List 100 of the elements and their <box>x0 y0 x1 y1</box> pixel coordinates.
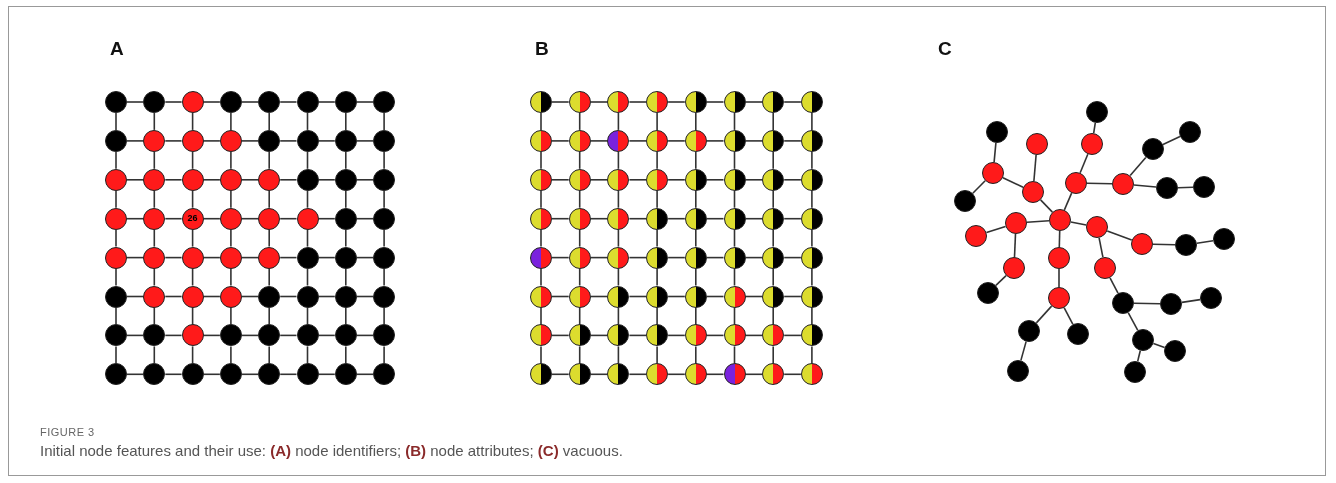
graph-edge <box>540 112 542 131</box>
graph-edge <box>578 228 581 248</box>
graph-node <box>530 246 552 269</box>
graph-node <box>684 285 707 308</box>
graph-node <box>1131 233 1153 255</box>
graph-edge <box>1058 268 1060 288</box>
graph-node <box>143 285 166 308</box>
graph-edge <box>656 190 658 209</box>
graph-node <box>181 207 204 230</box>
graph-node <box>1007 360 1029 382</box>
graph-edge <box>1033 154 1037 182</box>
graph-node <box>762 324 785 347</box>
graph-edge <box>1152 243 1176 246</box>
graph-node <box>762 129 785 152</box>
graph-node <box>1094 257 1116 279</box>
graph-edge <box>268 190 270 209</box>
graph-edge <box>202 179 221 181</box>
graph-edge <box>383 228 385 248</box>
graph-node <box>1049 209 1071 231</box>
graph-node <box>530 91 552 113</box>
graph-node <box>296 91 319 113</box>
graph-node <box>143 246 166 269</box>
graph-node <box>373 324 396 347</box>
graph-node <box>1213 228 1235 250</box>
graph-node <box>181 246 204 269</box>
node-id-label: 26 <box>187 214 198 224</box>
graph-edge <box>578 151 581 170</box>
graph-node <box>219 324 242 347</box>
graph-node <box>646 285 669 308</box>
graph-node <box>181 285 204 308</box>
graph-edge <box>772 228 774 248</box>
graph-node <box>530 363 552 386</box>
graph-node <box>646 129 669 152</box>
graph-edge <box>230 306 232 326</box>
graph-node <box>646 363 669 386</box>
graph-node <box>684 129 707 152</box>
graph-node <box>800 363 823 386</box>
graph-edge <box>589 179 609 181</box>
figure-number: FIGURE 3 <box>40 426 95 438</box>
graph-edge <box>230 112 232 131</box>
graph-node <box>1124 361 1146 383</box>
graph-edge <box>1098 237 1104 258</box>
graph-edge <box>744 179 763 181</box>
graph-node <box>723 363 746 386</box>
graph-edge <box>345 306 347 326</box>
graph-edge <box>126 101 145 103</box>
graph-node <box>334 324 357 347</box>
graph-node <box>762 207 785 230</box>
graph-node <box>800 91 823 113</box>
graph-edge <box>202 101 221 103</box>
graph-edge <box>695 151 697 170</box>
graph-edge <box>230 267 232 287</box>
graph-node <box>105 324 127 347</box>
graph-node <box>181 168 204 191</box>
graph-node <box>1005 212 1027 234</box>
graph-node <box>1018 320 1040 342</box>
graph-node <box>1112 292 1134 314</box>
graph-node <box>530 168 552 191</box>
graph-node <box>723 246 746 269</box>
graph-node <box>258 168 281 191</box>
graph-node <box>334 285 357 308</box>
graph-edge <box>1152 342 1166 349</box>
graph-edge <box>744 217 763 220</box>
graph-edge <box>345 112 347 131</box>
graph-edge <box>772 190 774 209</box>
graph-node <box>181 324 204 347</box>
graph-node <box>800 285 823 308</box>
graph-edge <box>279 217 298 220</box>
graph-node <box>800 246 823 269</box>
graph-edge <box>1129 156 1147 177</box>
graph-node <box>334 363 357 386</box>
graph-node <box>684 168 707 191</box>
graph-node <box>258 285 281 308</box>
graph-edge <box>383 190 385 209</box>
graph-edge <box>783 217 802 220</box>
graph-edge <box>551 140 570 142</box>
graph-node <box>530 129 552 152</box>
graph-node <box>1193 176 1215 198</box>
graph-node <box>607 363 630 386</box>
graph-node <box>723 168 746 191</box>
graph-edge <box>589 140 609 142</box>
graph-edge <box>115 228 117 248</box>
graph-node <box>373 91 396 113</box>
panel-letter: B <box>535 38 549 60</box>
graph-node <box>568 324 591 347</box>
graph-edge <box>345 345 347 365</box>
graph-edge <box>268 151 270 170</box>
graph-edge <box>268 112 270 131</box>
graph-edge <box>115 267 117 287</box>
graph-node <box>1048 247 1070 269</box>
graph-node <box>1175 234 1197 256</box>
graph-node <box>296 129 319 152</box>
graph-node <box>1112 173 1134 195</box>
panel-letter: A <box>110 38 124 60</box>
graph-edge <box>811 345 813 365</box>
graph-node <box>684 91 707 113</box>
graph-node <box>1026 133 1048 155</box>
graph-edge <box>656 267 658 287</box>
graph-edge <box>115 345 117 365</box>
graph-edge <box>317 101 336 103</box>
